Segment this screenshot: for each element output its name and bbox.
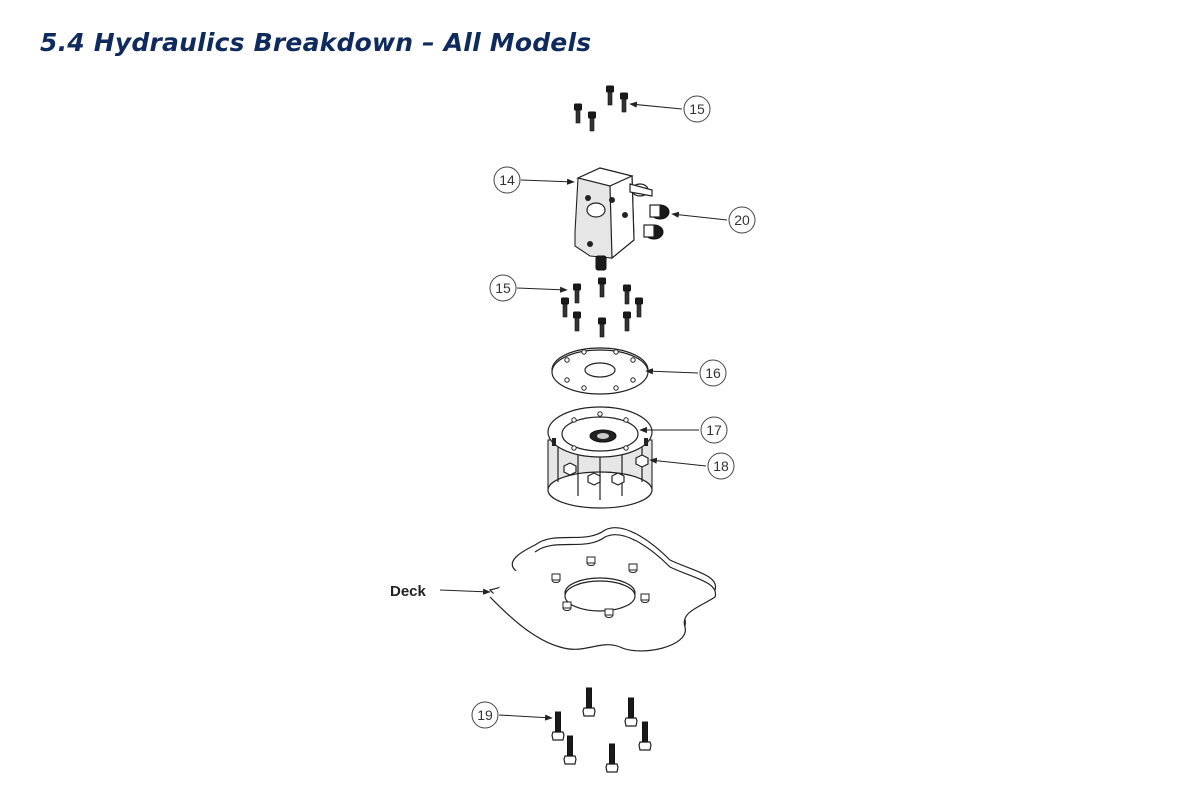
- leader-19: [498, 714, 553, 721]
- bearing-housing: [547, 406, 653, 509]
- page-title: 5.4 Hydraulics Breakdown – All Models: [40, 28, 592, 57]
- callout-16: 16: [699, 359, 727, 387]
- bolt-group-15-top: [574, 85, 628, 132]
- leader-15-middle: [516, 286, 568, 293]
- leader-14: [520, 178, 575, 185]
- bolt-group-15-middle: [561, 277, 643, 338]
- svg-text:17: 17: [706, 422, 722, 438]
- callout-14: 14: [493, 166, 521, 194]
- svg-text:18: 18: [713, 458, 729, 474]
- callout-15-top: 15: [683, 95, 711, 123]
- svg-text:15: 15: [689, 101, 705, 117]
- svg-text:15: 15: [495, 280, 511, 296]
- adapter-plate: [551, 347, 649, 395]
- leader-16: [645, 368, 699, 375]
- callout-18: 18: [707, 452, 735, 480]
- callout-17: 17: [700, 416, 728, 444]
- svg-text:19: 19: [477, 707, 493, 723]
- leader-20: [671, 211, 728, 221]
- callout-20: 20: [728, 206, 756, 234]
- svg-text:14: 14: [499, 172, 515, 188]
- deck-plate: [488, 527, 717, 652]
- callout-19: 19: [471, 701, 499, 729]
- leader-15-top: [629, 101, 683, 110]
- bolt-group-19: [551, 687, 652, 773]
- leader-deck: [439, 588, 491, 595]
- callout-15-middle: 15: [489, 274, 517, 302]
- hydraulic-motor: [574, 167, 653, 271]
- svg-text:20: 20: [734, 212, 750, 228]
- deck-label: Deck: [390, 583, 427, 600]
- leader-18: [649, 457, 707, 467]
- svg-text:16: 16: [705, 365, 721, 381]
- hydraulic-fittings: [643, 204, 670, 240]
